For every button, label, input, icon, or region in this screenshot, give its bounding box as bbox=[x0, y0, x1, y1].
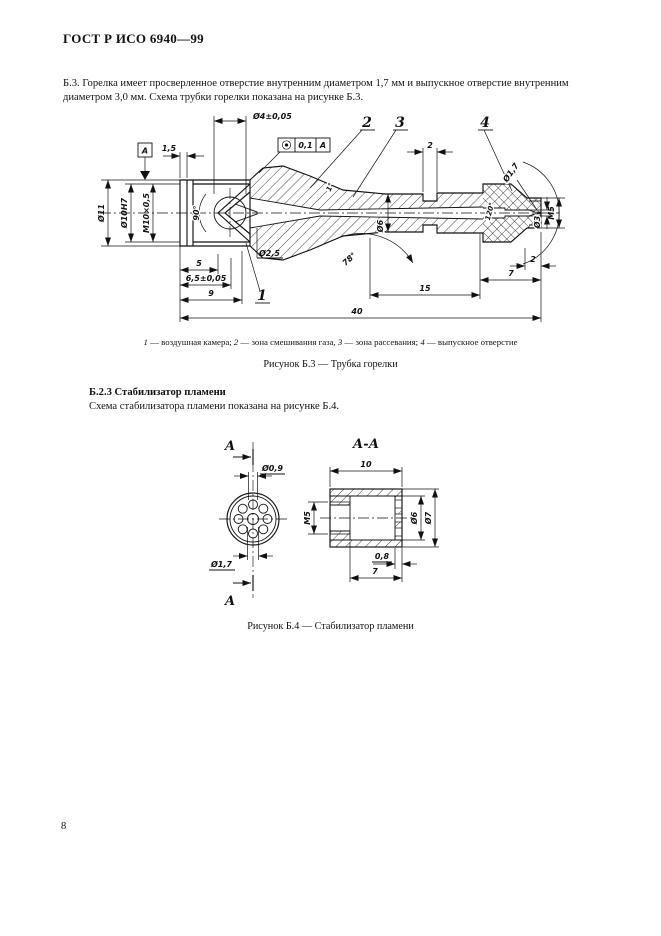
callout-1: 1 bbox=[245, 242, 270, 304]
svg-text:7: 7 bbox=[508, 269, 514, 278]
svg-text:Ø0,9: Ø0,9 bbox=[261, 463, 283, 473]
dim-len-40: 40 bbox=[180, 307, 541, 321]
dim-len-2: 2 bbox=[510, 255, 556, 269]
paragraph-b3-line1: Б.3. Горелка имеет просверленное отверст… bbox=[63, 77, 569, 89]
svg-text:40: 40 bbox=[350, 307, 363, 316]
svg-text:5: 5 bbox=[196, 259, 202, 268]
callout-3: 3 bbox=[352, 115, 408, 198]
section-title: А-А bbox=[352, 437, 380, 452]
figure-b4-drawing: А А Ø0,9 Ø1,7 А-А bbox=[209, 437, 439, 609]
legend-num-1: 1 bbox=[143, 337, 148, 347]
datum-flag: A bbox=[137, 142, 153, 180]
section-arrow-bottom: А bbox=[224, 575, 254, 609]
svg-text:Ø7: Ø7 bbox=[423, 511, 433, 525]
dim-d7: Ø7 bbox=[402, 488, 439, 548]
dim-len-10: 10 bbox=[329, 460, 403, 487]
dim-d3: Ø3 bbox=[517, 197, 553, 230]
svg-text:78°: 78° bbox=[341, 251, 358, 268]
svg-text:Ø6: Ø6 bbox=[375, 219, 385, 233]
figure-b3-legend: 1 — воздушная камера; 2 — зона смешивани… bbox=[63, 337, 598, 347]
svg-text:Ø2,5: Ø2,5 bbox=[258, 248, 280, 258]
section-label-bottom: А bbox=[224, 594, 236, 609]
svg-text:Ø1,7: Ø1,7 bbox=[210, 559, 232, 569]
angle-90: 90° bbox=[191, 193, 207, 233]
svg-text:9: 9 bbox=[208, 289, 214, 298]
legend-text-2: — зона смешивания газа, bbox=[238, 337, 338, 347]
svg-text:7: 7 bbox=[372, 567, 378, 576]
dim-len-7: 7 bbox=[480, 269, 541, 283]
section-b23-heading: Б.2.3 Стабилизатор пламени bbox=[89, 387, 226, 398]
datum-label: A bbox=[141, 147, 148, 156]
dim-plate-08: 0,8 bbox=[372, 548, 417, 582]
figure-b3-drawing: A 1,5 Ø4±0,05 0,1 bbox=[96, 111, 565, 322]
dim-len-6-5: 6,5±0,05 bbox=[180, 274, 231, 288]
section-b23-body: Схема стабилизатора пламени показана на … bbox=[89, 401, 340, 412]
legend-num-2: 2 bbox=[233, 337, 239, 347]
concentricity-icon bbox=[281, 140, 292, 150]
svg-text:M5: M5 bbox=[303, 511, 312, 525]
svg-text:6,5±0,05: 6,5±0,05 bbox=[186, 274, 227, 283]
svg-text:15: 15 bbox=[419, 284, 431, 293]
dim-d11: Ø11 bbox=[96, 179, 180, 247]
svg-text:1,5: 1,5 bbox=[162, 144, 177, 153]
dim-groove-2: 2 bbox=[407, 141, 453, 192]
figure-b3-caption: Рисунок Б.3 — Трубка горелки bbox=[263, 359, 398, 370]
dim-len-5: 5 bbox=[180, 259, 218, 273]
legend-text-4: — выпускное отверстие bbox=[424, 337, 518, 347]
dim-m5: M5 bbox=[537, 197, 565, 229]
figure-b4-caption: Рисунок Б.4 — Стабилизатор пламени bbox=[247, 621, 414, 632]
dim-1-5: 1,5 bbox=[162, 144, 204, 178]
dim-nozzle-d25: Ø2,5 bbox=[256, 228, 283, 259]
svg-text:0,8: 0,8 bbox=[375, 552, 390, 561]
svg-text:1: 1 bbox=[257, 288, 267, 304]
page-header-title: ГОСТ Р ИСО 6940—99 bbox=[63, 31, 204, 46]
paragraph-b3-line2: диаметром 3,0 мм. Схема трубки горелки п… bbox=[63, 92, 364, 104]
tolerance-frame: 0,1 A bbox=[258, 137, 331, 174]
dim-len-7b: 7 bbox=[349, 542, 402, 582]
svg-text:Ø6: Ø6 bbox=[409, 511, 419, 525]
legend-text-1: — воздушная камера; bbox=[147, 337, 234, 347]
svg-text:10: 10 bbox=[360, 460, 372, 469]
svg-text:2: 2 bbox=[427, 141, 433, 150]
paragraph-b3: Б.3. Горелка имеет просверленное отверст… bbox=[63, 77, 600, 106]
dim-d6: Ø6 bbox=[397, 495, 425, 541]
legend-num-3: 3 bbox=[337, 337, 343, 347]
svg-text:Ø11: Ø11 bbox=[96, 204, 106, 223]
svg-text:M10×0,5: M10×0,5 bbox=[142, 193, 151, 233]
svg-text:Ø3: Ø3 bbox=[532, 215, 542, 229]
svg-text:4: 4 bbox=[480, 115, 490, 131]
stabilizer-section-view bbox=[320, 488, 415, 548]
dim-len-9: 9 bbox=[180, 289, 242, 303]
legend-text-3: — зона рассевания; bbox=[342, 337, 421, 347]
callout-2: 2 bbox=[309, 115, 375, 189]
svg-text:0,1: 0,1 bbox=[298, 141, 312, 150]
dim-m5-thread: M5 bbox=[303, 501, 328, 535]
svg-text:Ø10H7: Ø10H7 bbox=[119, 197, 129, 229]
section-arrow-top: А bbox=[224, 439, 254, 465]
dim-len-15: 15 bbox=[370, 284, 480, 298]
callout-4: 4 bbox=[478, 115, 513, 192]
svg-text:2: 2 bbox=[530, 255, 536, 264]
angle-78: 78° bbox=[339, 233, 414, 269]
page-number: 8 bbox=[61, 821, 67, 832]
dim-air-hole: Ø4±0,05 bbox=[213, 111, 292, 194]
dim-center-d17: Ø1,7 bbox=[209, 527, 273, 571]
dim-m10: M10×0,5 bbox=[142, 184, 156, 242]
svg-text:3: 3 bbox=[395, 115, 405, 131]
dim-bore-d6: Ø6 bbox=[374, 194, 391, 234]
stabilizer-end-view bbox=[219, 442, 287, 598]
svg-text:90°: 90° bbox=[192, 205, 201, 220]
section-label-top: А bbox=[224, 439, 236, 454]
dim-hole-d09: Ø0,9 bbox=[234, 463, 285, 500]
svg-text:Ø4±0,05: Ø4±0,05 bbox=[252, 111, 292, 121]
svg-text:2: 2 bbox=[361, 115, 372, 131]
legend-num-4: 4 bbox=[420, 337, 425, 347]
svg-text:A: A bbox=[319, 141, 326, 150]
svg-text:M5: M5 bbox=[547, 206, 556, 220]
